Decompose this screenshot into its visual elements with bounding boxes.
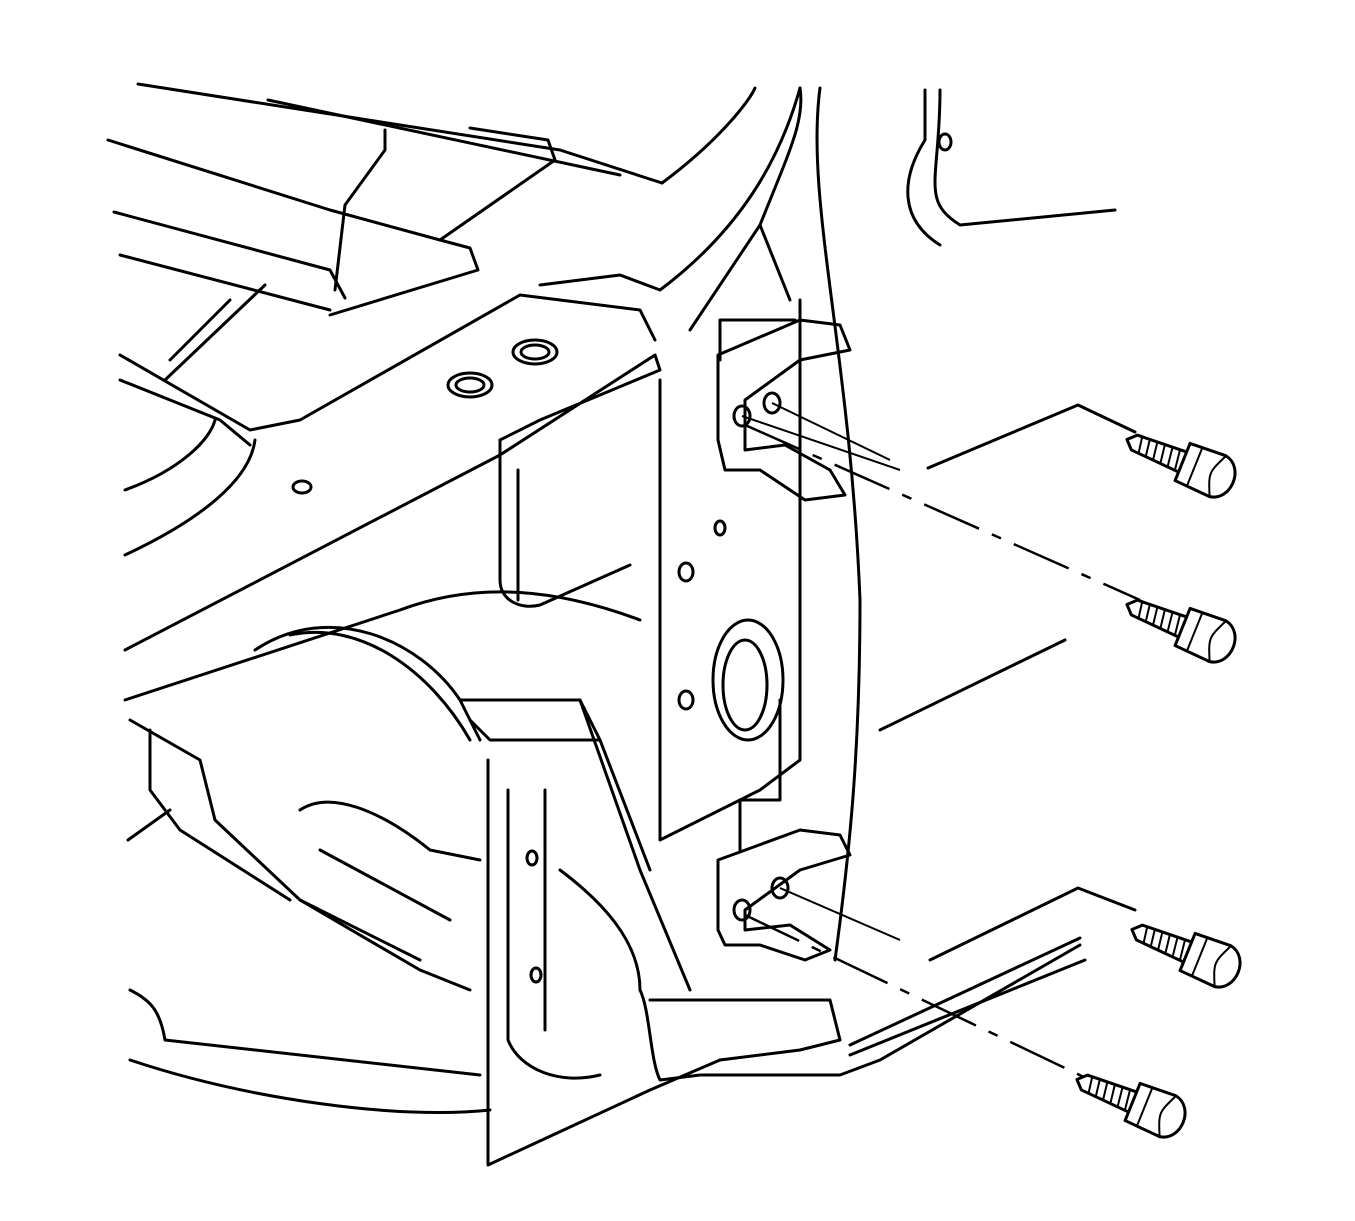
fender-corner xyxy=(906,88,1117,247)
leader-lines xyxy=(741,402,1141,1082)
wheelhouse-and-lower-structure xyxy=(126,625,1087,1167)
radiator-support-panel xyxy=(658,86,1067,962)
lower-bracket xyxy=(716,828,852,962)
bolt-3 xyxy=(1130,923,1242,989)
bolt-2 xyxy=(1125,598,1237,664)
upper-bracket xyxy=(716,318,852,502)
upper-body-structure xyxy=(106,82,802,702)
bolt-1 xyxy=(1125,433,1237,499)
bolt-4 xyxy=(1075,1073,1187,1139)
